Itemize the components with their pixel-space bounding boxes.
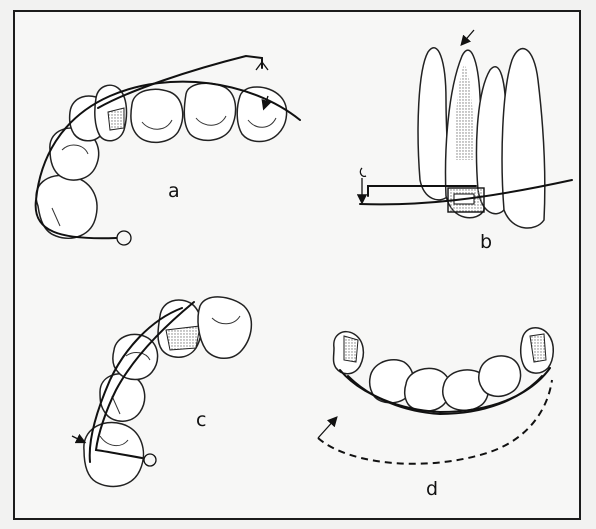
panel-label-b: b	[480, 231, 492, 253]
panel-c-arrow-icon	[72, 436, 84, 442]
panel-a: a	[36, 56, 300, 245]
panel-c: c	[72, 297, 251, 487]
panel-d-attachment-left	[344, 336, 358, 362]
panel-b: b	[360, 30, 572, 253]
panel-label-d: d	[426, 478, 438, 500]
panel-a-tooth-incisor-central-2	[237, 87, 286, 142]
panel-a-tooth-molar-lower	[36, 175, 97, 238]
panel-a-tooth-incisor-central-1	[184, 83, 235, 140]
panel-a-wire-loop	[117, 231, 131, 245]
panel-label-a: a	[168, 180, 180, 202]
panel-d: d	[318, 328, 553, 500]
panel-c-tooth-incisor	[198, 297, 251, 358]
panel-label-c: c	[196, 409, 206, 431]
panel-a-attachment	[108, 108, 124, 130]
panel-a-tooth-incisor-lateral	[131, 89, 183, 142]
panel-b-arrow-icon	[462, 30, 474, 44]
panel-d-tooth-incisor-4	[479, 356, 521, 396]
panel-b-tooth-central	[502, 49, 545, 228]
panel-c-attachment	[166, 326, 200, 350]
panel-b-tooth-left	[418, 48, 448, 200]
panel-c-wire-loop	[144, 454, 156, 466]
panel-d-arrow-icon	[318, 418, 336, 438]
